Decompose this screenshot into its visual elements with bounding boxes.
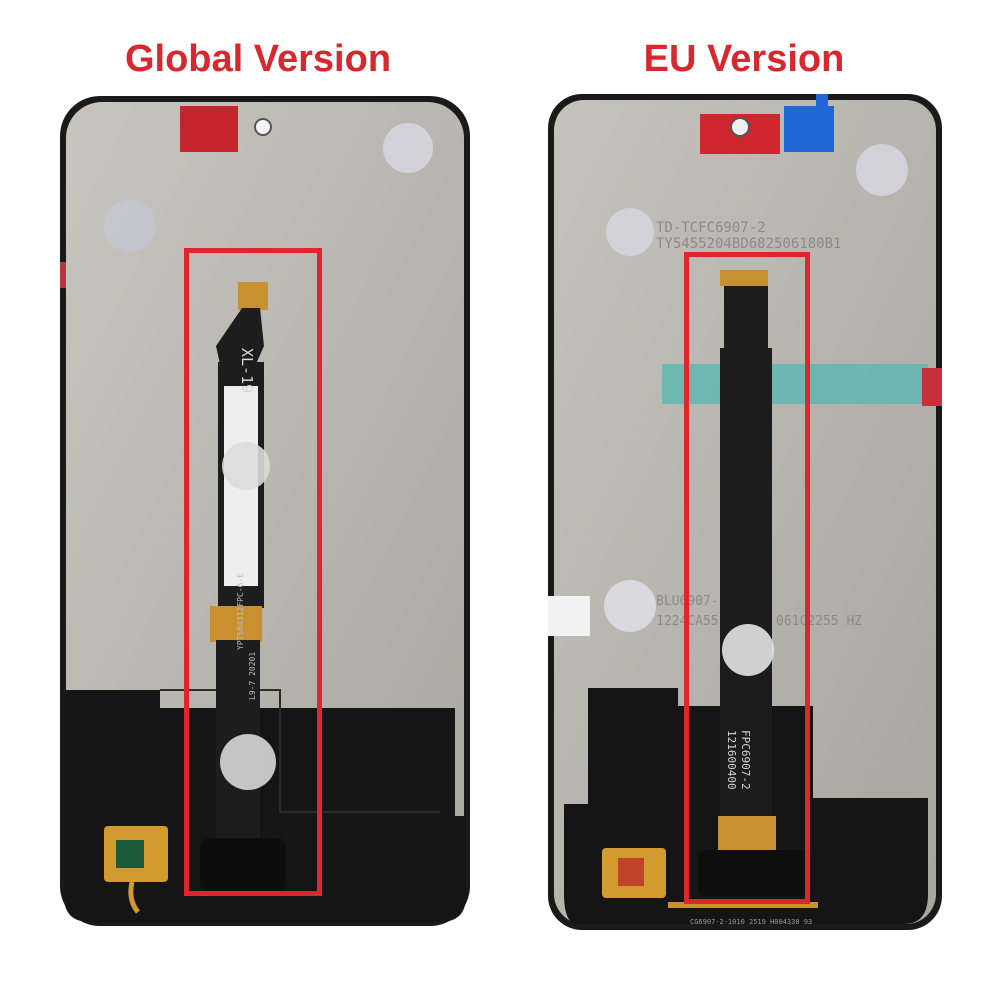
camera-hole [254,118,272,136]
eu-bottom-code: CG6907-2-1010 2519 H004330 93 [690,918,813,926]
global-cable-highlight [184,248,322,896]
eu-top-marking-2: TY5455204BD682506180B1 [656,236,842,252]
global-lcd-panel [60,96,470,926]
eu-mid-marking-2b: 061C2255 HZ [776,614,863,629]
teal-tape [662,364,928,404]
eu-cable-highlight [684,252,810,904]
eu-blue-sticker [784,106,834,152]
eu-lcd-panel [548,94,942,930]
white-side-label [548,596,590,636]
holo-sticker-left [104,200,156,252]
eu-holo-sticker-mid [604,580,656,632]
red-sticker [180,106,238,152]
title-eu-version: EU Version [643,38,845,80]
global-flex-cable [200,282,286,892]
eu-holo-sticker-top-left [606,208,654,256]
eu-camera-hole [730,117,750,137]
eu-top-marking-1: TD-TCFC6907-2 [656,220,766,236]
eu-holo-sticker-top-right [856,144,908,196]
title-global-version: Global Version [124,38,392,80]
holo-sticker-top-right [383,123,433,173]
eu-flex-cable [668,270,818,908]
